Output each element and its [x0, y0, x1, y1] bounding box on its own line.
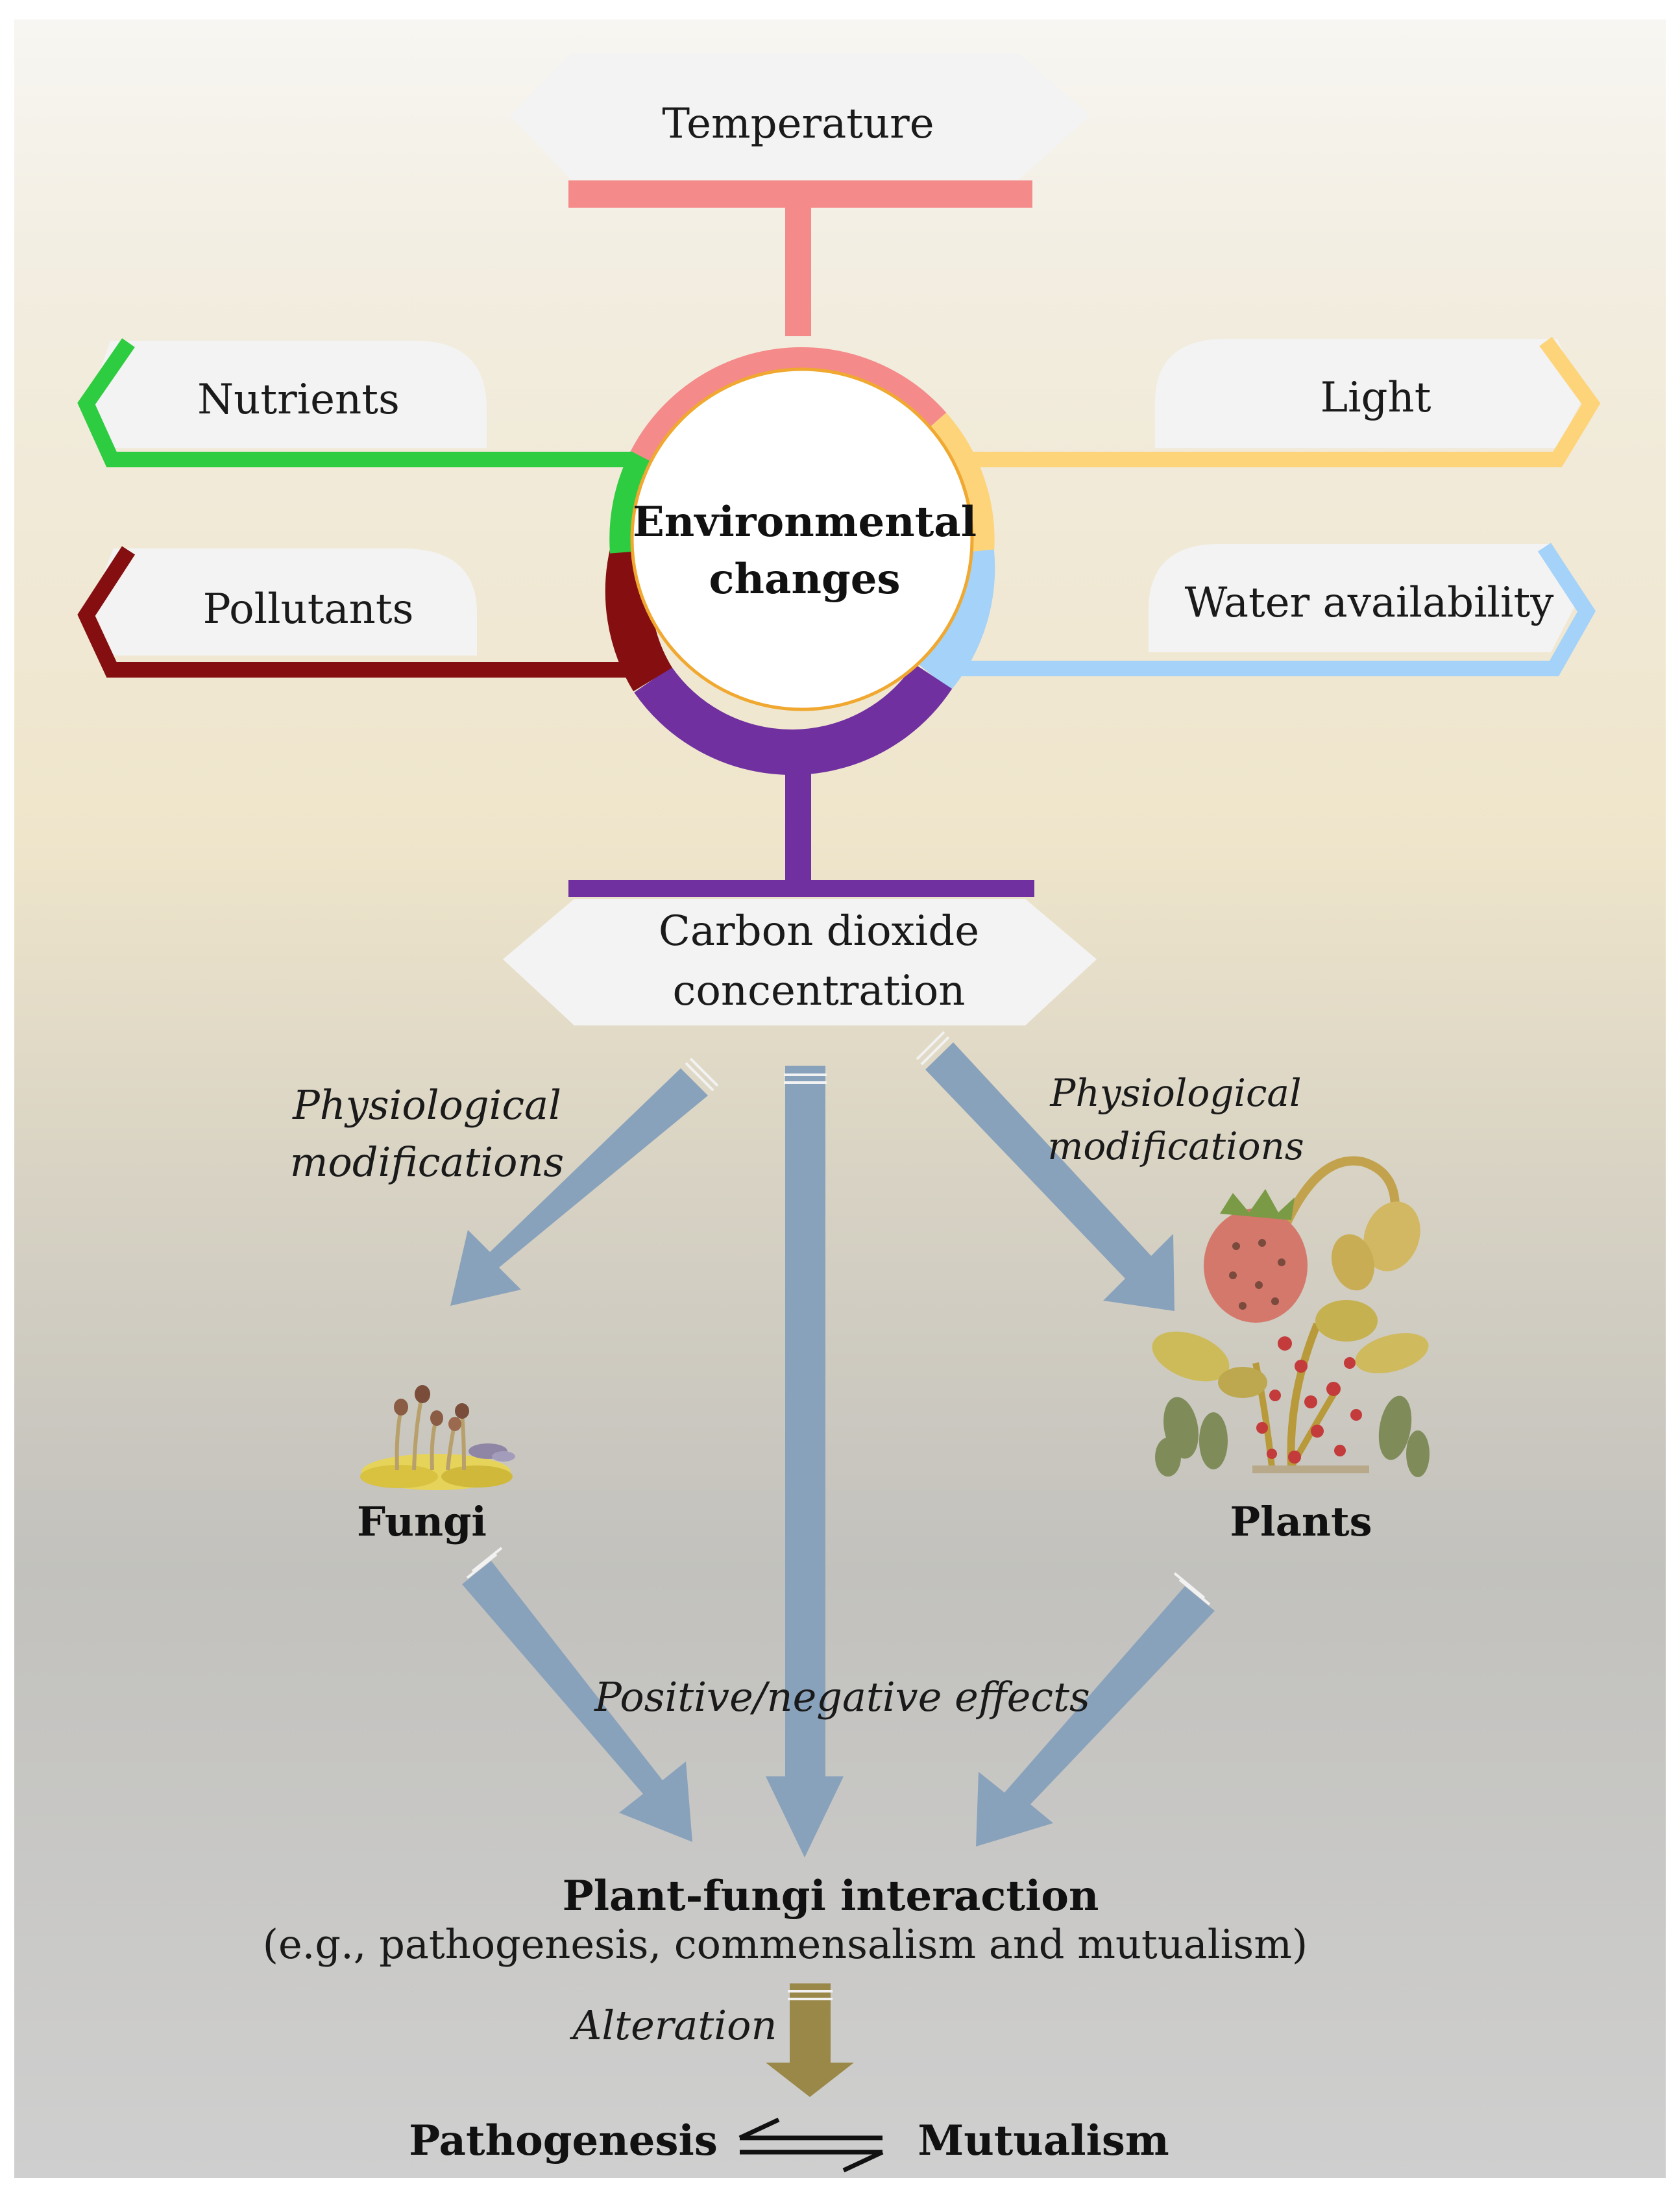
nutrients-connector: [77, 338, 649, 467]
pollutants-label-box: [91, 548, 477, 656]
arrow-co2-to-interaction: [766, 1066, 844, 1858]
co2-label-box: [503, 899, 1097, 1025]
plants-illustration: [1152, 1156, 1430, 1477]
environment-ring: [605, 347, 995, 776]
water-connector: [941, 543, 1596, 676]
arrow-fungi-to-interaction: [462, 1561, 692, 1842]
co2-stem: [785, 746, 811, 886]
positive-negative-effects-label: Positive/negative effects: [594, 1673, 1090, 1721]
interaction-title: Plant-fungi interaction: [563, 1872, 1099, 1920]
pathogenesis-label: Pathogenesis: [409, 2116, 718, 2165]
nutrients-label: Nutrients: [197, 376, 400, 424]
center-title-line2: changes: [709, 555, 901, 604]
light-label: Light: [1321, 374, 1431, 422]
arrow-plants-to-interaction: [976, 1586, 1215, 1846]
interaction-subtitle: (e.g., pathogenesis, commensalism and mu…: [263, 1920, 1308, 1968]
plants-ground: [1252, 1465, 1369, 1473]
temperature-label-box: [510, 53, 1090, 180]
ring-segment-pollutants: [605, 546, 673, 692]
pollutants-label: Pollutants: [203, 585, 414, 633]
alteration-arrow: [766, 1983, 854, 2097]
arrow-tail-stripe: [466, 1553, 498, 1579]
light-label-box: [1155, 339, 1583, 448]
alteration-label: Alteration: [570, 2002, 777, 2049]
arrow-tail-stripe: [916, 1031, 945, 1061]
phys-mod-left-line2: modifications: [290, 1138, 565, 1186]
co2-label-line2: concentration: [673, 967, 966, 1015]
phys-mod-left-line1: Physiological: [292, 1081, 561, 1129]
co2-label-line1: Carbon dioxide: [659, 907, 979, 955]
ring-segment-water: [915, 549, 995, 691]
plants-label: Plants: [1230, 1498, 1372, 1545]
water-label-box: [1149, 544, 1577, 652]
temperature-stem: [785, 206, 811, 336]
arrow-tail-stripe: [471, 1547, 503, 1573]
mutualism-label: Mutualism: [918, 2116, 1169, 2165]
pollutants-connector: [77, 546, 649, 678]
nutrients-label-box: [91, 341, 487, 448]
fungi-label: Fungi: [357, 1498, 487, 1545]
arrow-co2-to-fungi: [450, 1068, 708, 1306]
arrow-tail-stripe: [689, 1057, 719, 1087]
phys-mod-right-line1: Physiological: [1049, 1071, 1301, 1115]
strawberry-fruit: [1204, 1208, 1308, 1323]
co2-bar: [568, 880, 1034, 897]
arrow-tail-stripe: [685, 1062, 714, 1092]
temperature-label: Temperature: [662, 100, 934, 148]
arrow-co2-to-plants: [925, 1042, 1175, 1311]
center-title-line1: Environmental: [633, 498, 977, 546]
arrow-tail-stripe: [1173, 1572, 1206, 1599]
water-label: Water availability: [1185, 579, 1554, 627]
arrow-tail-stripe: [1178, 1578, 1211, 1606]
arrow-tail-stripe: [920, 1036, 950, 1066]
phys-mod-right-line2: modifications: [1047, 1124, 1304, 1168]
equilibrium-arrows-icon: [738, 2117, 884, 2173]
light-connector: [941, 336, 1601, 467]
temperature-bar: [568, 180, 1032, 208]
fungi-illustration: [360, 1385, 515, 1490]
center-circle: [630, 367, 974, 711]
